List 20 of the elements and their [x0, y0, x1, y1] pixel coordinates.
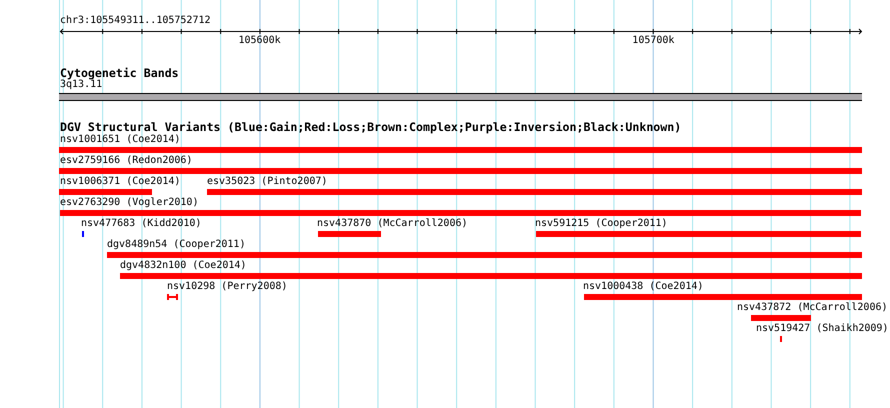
track-heading: Cytogenetic Bands	[60, 66, 179, 78]
variant-label: nsv1000438 (Coe2014)	[583, 281, 704, 292]
variant-label: nsv437872 (McCarroll2006)	[737, 302, 888, 313]
coordinate-range-label: chr3:105549311..105752712	[60, 15, 211, 26]
variant-label: nsv1006371 (Coe2014)	[60, 176, 180, 187]
band-label: 3q13.11	[60, 79, 102, 90]
variant-label: dgv4832n100 (Coe2014)	[120, 260, 246, 271]
variant-label: nsv477683 (Kidd2010)	[81, 218, 202, 229]
scale-tick-label: 105600k	[238, 35, 281, 46]
variant-label: dgv8489n54 (Cooper2011)	[107, 239, 246, 250]
track-heading: DGV Structural Variants (Blue:Gain;Red:Loss;Brown:Complex;Purple:Inversion;Black:Unknown)	[60, 120, 682, 132]
variant-label: nsv10298 (Perry2008)	[167, 281, 288, 292]
variant-label: esv2763290 (Vogler2010)	[60, 197, 198, 208]
variant-label: nsv437870 (McCarroll2006)	[317, 218, 468, 229]
variant-label: nsv519427 (Shaikh2009)	[756, 323, 888, 334]
variant-label: nsv591215 (Cooper2011)	[535, 218, 668, 229]
variant-label: esv35023 (Pinto2007)	[207, 176, 328, 187]
scale-tick-label: 105700k	[632, 35, 674, 46]
variant-label: esv2759166 (Redon2006)	[60, 155, 192, 166]
variant-label: nsv1001651 (Coe2014)	[60, 134, 180, 145]
